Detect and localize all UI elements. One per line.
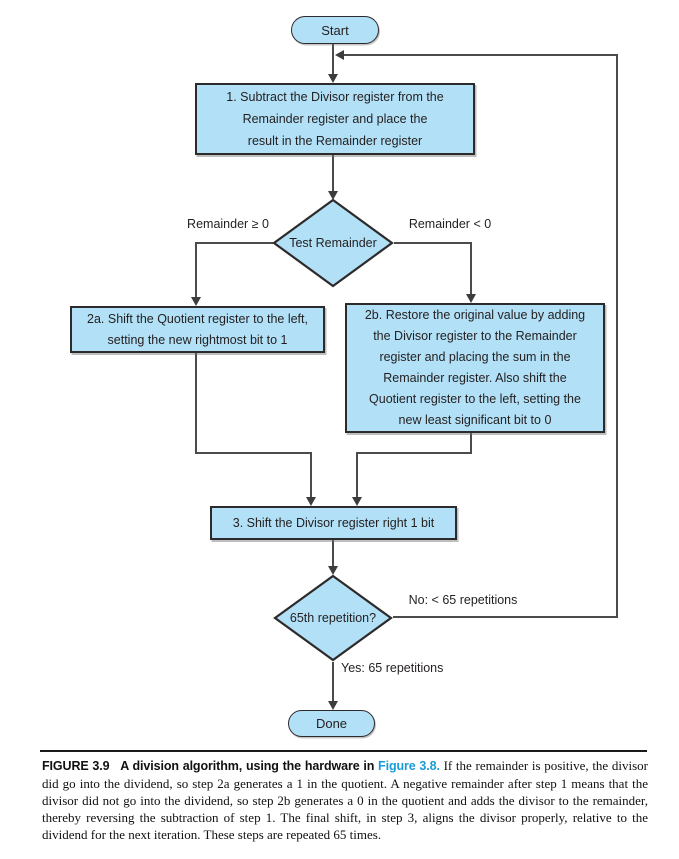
arrowhead-into-step2b xyxy=(466,294,476,303)
flow-line-step2a-merge xyxy=(195,452,312,454)
flow-line-to-step2a xyxy=(195,242,197,298)
diamond-shape xyxy=(273,574,393,662)
test-remainder-decision xyxy=(271,198,395,288)
caption-divider xyxy=(40,750,647,752)
flow-line-yes-branch xyxy=(332,662,334,702)
figure-caption: FIGURE 3.9 A division algorithm, using t… xyxy=(42,757,648,843)
start-node: Start xyxy=(291,16,379,44)
branch-label-yes: Yes: 65 repetitions xyxy=(341,661,444,675)
arrowhead-into-step2a xyxy=(191,297,201,306)
flow-line-step3-to-repeat xyxy=(332,540,334,567)
step3-box: 3. Shift the Divisor register right 1 bi… xyxy=(210,506,457,540)
arrowhead-into-done xyxy=(328,701,338,710)
repetition-label-wrap: 65th repetition? xyxy=(272,574,394,662)
arrowhead-loop-return xyxy=(335,50,344,60)
step3-label: 3. Shift the Divisor register right 1 bi… xyxy=(232,515,435,530)
caption-body: If the remainder is positive, the diviso… xyxy=(42,758,649,842)
arrowhead-step2a-into-step3 xyxy=(306,497,316,506)
step2a-box: 2a. Shift the Quotient register to the l… xyxy=(70,306,325,353)
caption-title: A division algorithm, using the hardware… xyxy=(120,759,375,773)
flow-line-step2b-merge xyxy=(357,452,472,454)
step1-label: 1. Subtract the Divisor register from th… xyxy=(226,90,444,148)
arrowhead-step2b-into-step3 xyxy=(352,497,362,506)
flow-line-step2b-into-step3 xyxy=(356,452,358,498)
flow-line-step2a-into-step3 xyxy=(310,452,312,498)
repetition-label: 65th repetition? xyxy=(289,611,377,625)
step2b-box: 2b. Restore the original value by adding… xyxy=(345,303,605,433)
flow-line-loop-right xyxy=(616,54,618,618)
flow-line-to-step2b xyxy=(470,242,472,295)
repetition-decision xyxy=(272,574,394,662)
arrowhead-into-test xyxy=(328,191,338,200)
test-remainder-label-wrap: Test Remainder xyxy=(271,198,395,288)
step1-box: 1. Subtract the Divisor register from th… xyxy=(195,83,475,155)
flow-line-test-right xyxy=(394,242,472,244)
flow-line-step1-to-test xyxy=(332,155,334,192)
figure-number: FIGURE 3.9 xyxy=(42,759,110,773)
branch-label-remainder-lt: Remainder < 0 xyxy=(408,217,492,231)
step2b-label: 2b. Restore the original value by adding… xyxy=(364,308,586,427)
flow-line-step2b-down xyxy=(470,433,472,454)
branch-label-no: No: < 65 repetitions xyxy=(408,593,518,607)
done-node: Done xyxy=(288,710,375,737)
done-label: Done xyxy=(315,716,348,731)
branch-label-remainder-ge: Remainder ≥ 0 xyxy=(187,217,269,231)
arrowhead-into-repeat xyxy=(328,566,338,575)
flow-line-no-branch xyxy=(393,616,618,618)
test-remainder-label: Test Remainder xyxy=(289,236,377,250)
flow-line-test-left xyxy=(196,242,273,244)
figure-3-8-link[interactable]: Figure 3.8. xyxy=(378,759,440,773)
flow-line-loop-top xyxy=(344,54,618,56)
flow-line-step2a-down xyxy=(195,353,197,454)
step2a-label: 2a. Shift the Quotient register to the l… xyxy=(87,311,308,347)
diamond-shape xyxy=(272,198,394,288)
arrowhead-into-step1 xyxy=(328,74,338,83)
flow-line-start-to-step1 xyxy=(332,44,334,75)
start-label: Start xyxy=(321,22,349,38)
